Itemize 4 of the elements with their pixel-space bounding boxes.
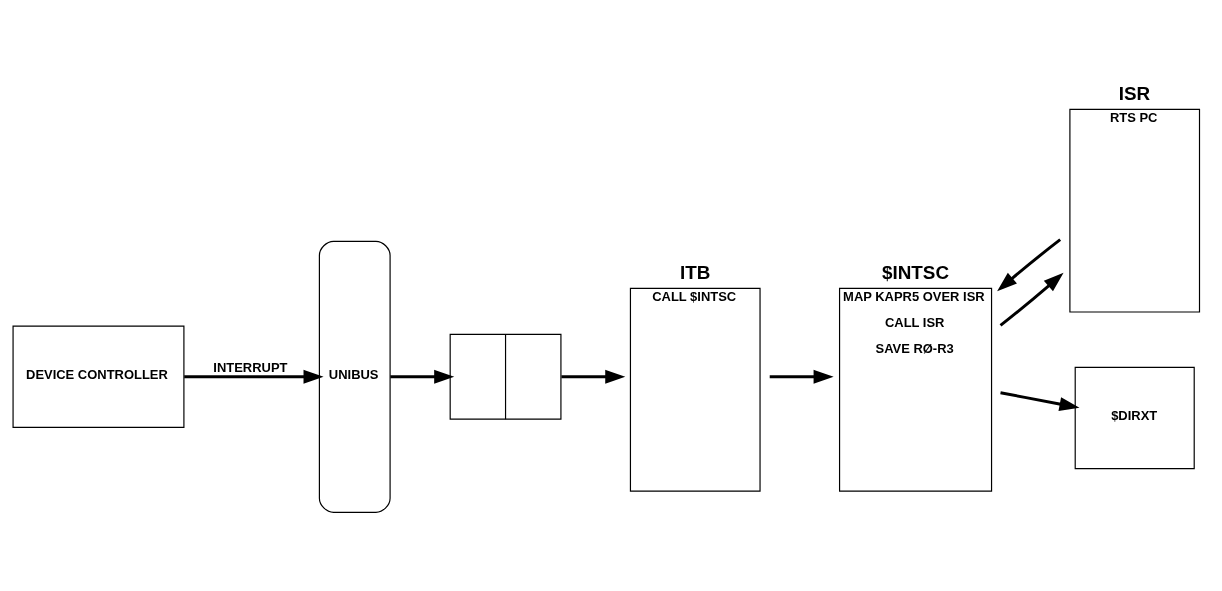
node-label: ITB — [679, 261, 711, 283]
node-label: ISR — [1118, 82, 1151, 104]
node-label: $INTSC — [881, 261, 949, 283]
edge-label: INTERRUPT — [213, 359, 288, 375]
